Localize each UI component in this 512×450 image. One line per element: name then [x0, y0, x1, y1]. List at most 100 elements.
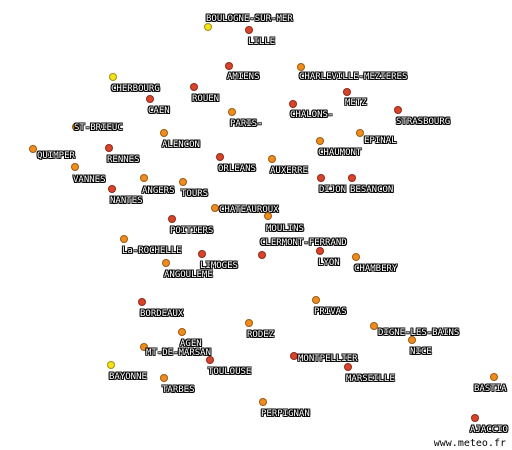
city-label: CHAUMONT — [318, 148, 362, 158]
city-label: BOULOGNE-SUR-MER — [206, 14, 293, 24]
weather-marker-icon[interactable] — [107, 361, 115, 369]
city-label: MONTPELLIER — [298, 354, 358, 364]
weather-marker-icon[interactable] — [168, 215, 176, 223]
city-label: ANGOULEME — [164, 270, 213, 280]
city-label: TARBES — [162, 385, 195, 395]
city-label: AJACCIO — [470, 425, 508, 435]
city-label: CHALONS- — [290, 110, 334, 120]
city-label: ALENCON — [162, 140, 200, 150]
city-label: BORDEAUX — [140, 309, 184, 319]
city-label: TOULOUSE — [208, 367, 252, 377]
city-label: METZ — [345, 98, 367, 108]
city-label: RODEZ — [247, 330, 275, 340]
city-label: ROUEN — [192, 94, 220, 104]
city-label: MOULINS — [266, 224, 304, 234]
city-label: CHARLEVILLE-MEZIERES — [299, 72, 408, 82]
city-label: VANNES — [73, 175, 106, 185]
weather-marker-icon[interactable] — [264, 212, 272, 220]
city-label: DIJON — [319, 185, 347, 195]
weather-marker-icon[interactable] — [179, 178, 187, 186]
city-label: AMIENS — [227, 72, 260, 82]
weather-marker-icon[interactable] — [490, 373, 498, 381]
weather-marker-icon[interactable] — [471, 414, 479, 422]
weather-marker-icon[interactable] — [211, 204, 219, 212]
weather-marker-icon[interactable] — [206, 356, 214, 364]
weather-marker-icon[interactable] — [216, 153, 224, 161]
weather-marker-icon[interactable] — [72, 123, 80, 131]
weather-marker-icon[interactable] — [198, 250, 206, 258]
weather-marker-icon[interactable] — [290, 352, 298, 360]
weather-marker-icon[interactable] — [259, 398, 267, 406]
city-label: DIGNE-LES-BAINS — [378, 328, 460, 338]
city-label: POITIERS — [170, 226, 214, 236]
city-label: TOURS — [181, 189, 209, 199]
city-label: RENNES — [107, 155, 140, 165]
weather-marker-icon[interactable] — [316, 247, 324, 255]
weather-marker-icon[interactable] — [146, 95, 154, 103]
city-label: QUIMPER — [37, 151, 75, 161]
site-credit: www.meteo.fr — [433, 438, 506, 449]
city-label: ORLEANS — [218, 164, 256, 174]
city-label: PERPIGNAN — [261, 409, 310, 419]
weather-marker-icon[interactable] — [317, 174, 325, 182]
city-label: BESANCON — [350, 185, 394, 195]
weather-marker-icon[interactable] — [268, 155, 276, 163]
weather-marker-icon[interactable] — [190, 83, 198, 91]
weather-marker-icon[interactable] — [245, 26, 253, 34]
city-label: CHATEAUROUX — [219, 205, 279, 215]
weather-marker-icon[interactable] — [29, 145, 37, 153]
city-label: CAEN — [148, 106, 170, 116]
city-label: EPINAL — [364, 136, 397, 146]
city-label: CHAMBERY — [354, 264, 398, 274]
weather-marker-icon[interactable] — [138, 298, 146, 306]
city-label: CHERBOURG — [111, 84, 160, 94]
weather-marker-icon[interactable] — [316, 137, 324, 145]
city-label: AGEN — [180, 339, 202, 349]
city-label: MARSEILLE — [346, 374, 395, 384]
weather-marker-icon[interactable] — [140, 343, 148, 351]
city-label: STRASBOURG — [396, 117, 451, 127]
city-label: PRIVAS — [314, 307, 347, 317]
weather-marker-icon[interactable] — [370, 322, 378, 330]
weather-marker-icon[interactable] — [312, 296, 320, 304]
city-label: PARIS- — [230, 119, 263, 129]
city-label: La-ROCHELLE — [122, 246, 182, 256]
weather-marker-icon[interactable] — [297, 63, 305, 71]
city-label: AUXERRE — [270, 166, 308, 176]
weather-marker-icon[interactable] — [204, 23, 212, 31]
city-label: ANGERS — [142, 186, 175, 196]
weather-marker-icon[interactable] — [120, 235, 128, 243]
weather-marker-icon[interactable] — [109, 73, 117, 81]
city-label: LYON — [318, 258, 340, 268]
city-label: MT-DE-MARSAN — [146, 348, 212, 358]
weather-marker-icon[interactable] — [160, 129, 168, 137]
city-label: LILLE — [248, 37, 276, 47]
weather-marker-icon[interactable] — [348, 174, 356, 182]
weather-marker-icon[interactable] — [228, 108, 236, 116]
weather-marker-icon[interactable] — [225, 62, 233, 70]
weather-marker-icon[interactable] — [160, 374, 168, 382]
city-label: BAYONNE — [109, 372, 147, 382]
city-label: CLERMONT-FERRAND — [260, 238, 347, 248]
weather-marker-icon[interactable] — [394, 106, 402, 114]
weather-marker-icon[interactable] — [245, 319, 253, 327]
weather-marker-icon[interactable] — [408, 336, 416, 344]
weather-marker-icon[interactable] — [140, 174, 148, 182]
weather-marker-icon[interactable] — [71, 163, 79, 171]
weather-marker-icon[interactable] — [258, 251, 266, 259]
weather-marker-icon[interactable] — [108, 185, 116, 193]
weather-marker-icon[interactable] — [178, 328, 186, 336]
city-label: NANTES — [110, 196, 143, 206]
city-label: ST-BRIEUC — [74, 123, 123, 133]
weather-marker-icon[interactable] — [105, 144, 113, 152]
weather-marker-icon[interactable] — [356, 129, 364, 137]
city-label: BASTIA — [474, 384, 507, 394]
weather-marker-icon[interactable] — [289, 100, 297, 108]
weather-marker-icon[interactable] — [352, 253, 360, 261]
weather-marker-icon[interactable] — [343, 88, 351, 96]
city-label: NICE — [410, 347, 432, 357]
city-label: LIMOGES — [200, 261, 238, 271]
weather-marker-icon[interactable] — [162, 259, 170, 267]
weather-marker-icon[interactable] — [344, 363, 352, 371]
